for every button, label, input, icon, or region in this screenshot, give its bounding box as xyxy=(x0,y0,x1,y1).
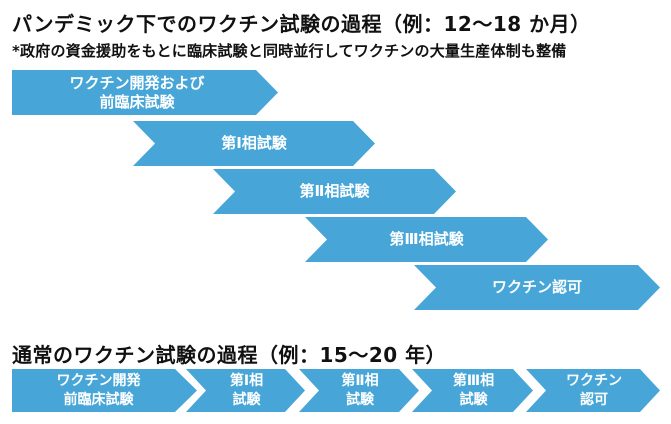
pandemic-step-phase2-label: 第Ⅱ相試験 xyxy=(299,182,370,200)
normal-step-phase1-arrow: 第Ⅰ相 試験 xyxy=(186,369,305,412)
pandemic-step-approval-label: ワクチン認可 xyxy=(491,278,582,296)
normal-step-development-arrow: ワクチン開発 前臨床試験 xyxy=(12,369,197,412)
pandemic-process-title: パンデミック下でのワクチン試験の過程（例：12〜18 か月） xyxy=(12,12,591,36)
normal-step-phase2-label-2: 試験 xyxy=(346,391,374,408)
pandemic-step-phase1-label: 第Ⅰ相試験 xyxy=(221,134,287,152)
normal-step-phase3-arrow: 第Ⅲ相 試験 xyxy=(412,369,533,412)
pandemic-step-phase3-arrow: 第Ⅲ相試験 xyxy=(305,217,548,262)
normal-step-phase1-label-2: 試験 xyxy=(232,391,261,408)
pandemic-step-phase3-label: 第Ⅲ相試験 xyxy=(389,230,464,248)
normal-step-phase3-label-1: 第Ⅲ相 xyxy=(452,372,495,389)
funding-footnote: *政府の資金援助をもとに臨床試験と同時並行してワクチンの大量生産体制も整備 xyxy=(12,42,567,60)
pandemic-step-phase1-arrow: 第Ⅰ相試験 xyxy=(133,121,375,166)
pandemic-step-development-label-2: 前臨床試験 xyxy=(99,92,175,111)
normal-step-phase3-label-2: 試験 xyxy=(459,391,488,408)
pandemic-step-development-label-1: ワクチン開発および xyxy=(69,73,205,92)
pandemic-step-phase2-arrow: 第Ⅱ相試験 xyxy=(213,169,456,214)
normal-step-phase1-label-1: 第Ⅰ相 xyxy=(229,372,264,389)
normal-step-approval-label-2: 認可 xyxy=(580,391,608,408)
normal-step-phase2-arrow: 第Ⅱ相 試験 xyxy=(299,369,419,412)
normal-process-title: 通常のワクチン試験の過程（例：15〜20 年） xyxy=(12,343,447,367)
pandemic-step-approval-arrow: ワクチン認可 xyxy=(414,265,660,310)
normal-step-approval-arrow: ワクチン 認可 xyxy=(526,369,660,412)
normal-step-development-label-2: 前臨床試験 xyxy=(63,391,134,408)
pandemic-step-development-arrow: ワクチン開発および 前臨床試験 xyxy=(12,70,278,115)
normal-step-development-label-1: ワクチン開発 xyxy=(56,372,141,389)
normal-step-phase2-label-1: 第Ⅱ相 xyxy=(341,372,379,389)
normal-step-approval-label-1: ワクチン xyxy=(566,372,622,389)
